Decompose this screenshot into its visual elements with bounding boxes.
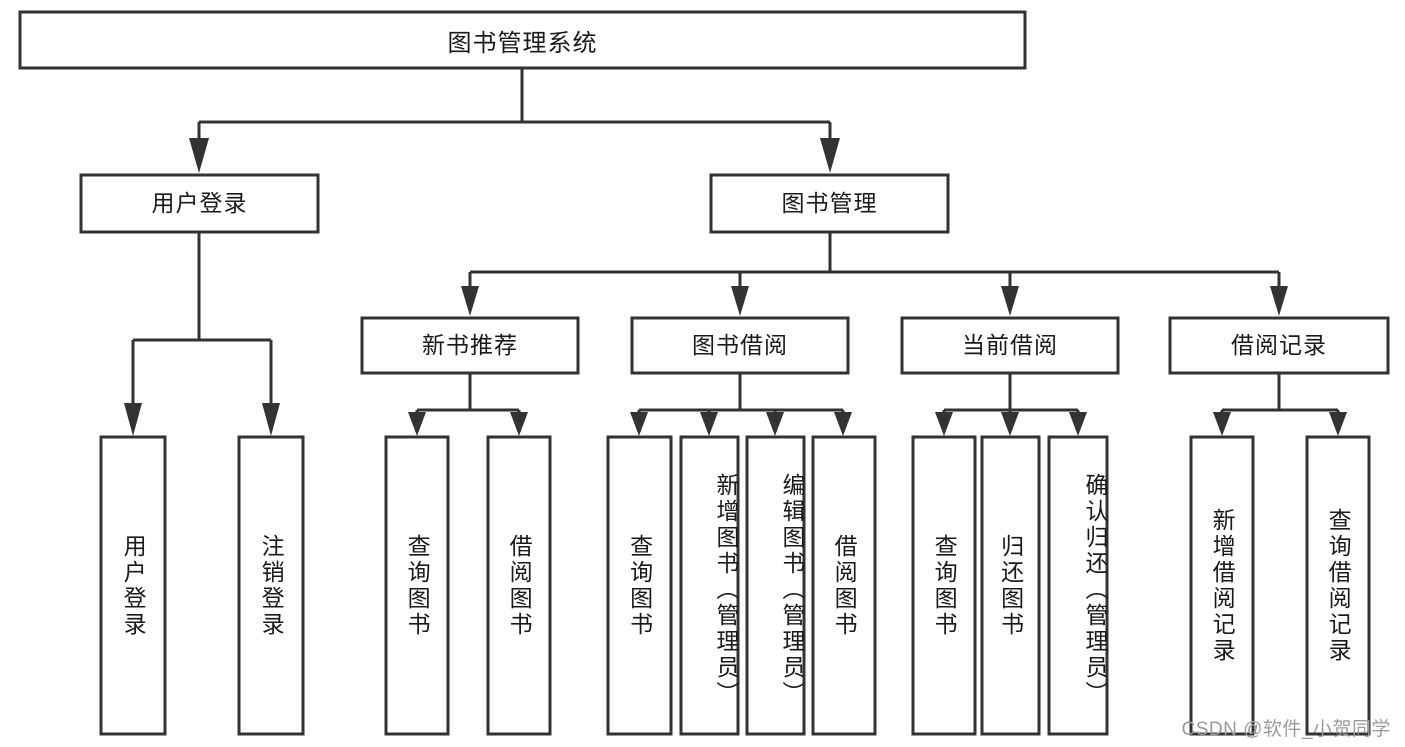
node-box-root[interactable] (18, 10, 1027, 70)
arrow-to-leaf-query-book-2 (630, 412, 648, 436)
node-box-current-borrow[interactable] (900, 316, 1120, 375)
arrow-to-leaf-borrow-book-1 (510, 412, 528, 436)
connector-bookmanage-to-level2 (461, 232, 1288, 316)
arrow-to-leaf-user-login (124, 403, 142, 436)
arrow-to-book-borrow (731, 286, 749, 316)
arrow-to-leaf-confirm-return (1069, 412, 1087, 436)
arrow-to-leaf-query-book-3 (935, 412, 953, 436)
node-box-leaf-confirm-return[interactable] (1047, 435, 1109, 736)
connector-userlogin-to-leaves (124, 232, 280, 436)
node-box-leaf-add-record[interactable] (1189, 435, 1255, 736)
arrow-to-book-manage (820, 138, 840, 173)
arrow-to-leaf-add-record (1213, 412, 1231, 436)
arrow-to-leaf-return-book (1001, 412, 1019, 436)
arrow-to-leaf-logout (262, 403, 280, 436)
arrow-to-borrow-record (1270, 286, 1288, 316)
arrow-to-leaf-edit-book (766, 412, 784, 436)
connector-currentborrow-to-leaves (935, 373, 1087, 436)
arrow-to-current-borrow (1001, 286, 1019, 316)
node-box-leaf-query-book-1[interactable] (384, 435, 450, 736)
node-box-book-manage[interactable] (709, 173, 950, 234)
connector-borrowrecord-to-leaves (1213, 373, 1347, 436)
node-box-leaf-borrow-book-1[interactable] (486, 435, 552, 736)
node-box-leaf-query-book-3[interactable] (911, 435, 977, 736)
connector-root-to-level1 (189, 68, 840, 173)
node-box-leaf-query-record[interactable] (1305, 435, 1371, 736)
node-box-book-borrow[interactable] (630, 316, 850, 375)
node-box-borrow-record[interactable] (1168, 316, 1390, 375)
node-box-leaf-query-book-2[interactable] (606, 435, 673, 736)
watermark-text: CSDN @软件_小贺同学 (1181, 719, 1391, 740)
node-box-leaf-edit-book[interactable] (745, 435, 806, 736)
arrow-to-leaf-borrow-book-2 (834, 412, 852, 436)
node-box-user-login[interactable] (79, 173, 320, 234)
arrow-to-leaf-add-book (700, 412, 718, 436)
node-box-leaf-user-login[interactable] (99, 435, 167, 736)
connector-bookborrow-to-leaves (630, 373, 852, 436)
node-box-leaf-borrow-book-2[interactable] (811, 435, 877, 736)
node-box-leaf-add-book[interactable] (679, 435, 740, 736)
arrow-to-user-login (189, 138, 209, 173)
node-box-leaf-return-book[interactable] (980, 435, 1041, 736)
arrow-to-leaf-query-record (1329, 412, 1347, 436)
arrow-to-leaf-query-book-1 (408, 412, 426, 436)
connector-newbook-to-leaves (408, 373, 528, 436)
node-box-new-book-recommend[interactable] (360, 316, 580, 375)
node-box-leaf-logout-login[interactable] (237, 435, 305, 736)
arrow-to-new-book (461, 286, 479, 316)
